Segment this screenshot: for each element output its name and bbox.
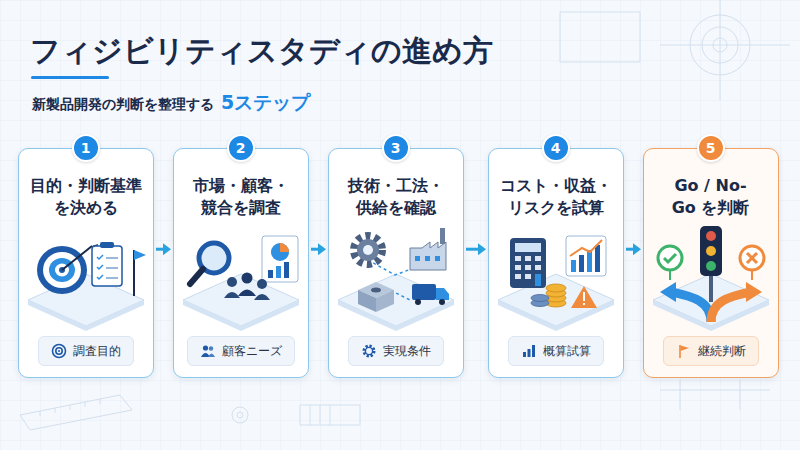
tag-icon [200,343,216,359]
technology-illustration [354,228,449,312]
step-heading: Go / No-Go を判断 [663,175,759,220]
flow-arrow [626,243,641,255]
target-illustration [37,242,146,296]
result-tag: 継続判断 [663,336,759,366]
flow-arrow [466,243,486,255]
go-nogo-illustration [658,226,764,322]
tag-icon [361,343,377,359]
step-number: 5 [697,134,725,162]
step-number: 3 [382,134,410,162]
step-number-text: 1 [81,141,91,155]
tag-text: 実現条件 [383,343,431,360]
step-heading: 技術・工法・ 供給を確認 [332,175,460,220]
flow-arrow [311,243,326,255]
step-heading: コスト・収益・ リスクを試算 [492,175,620,220]
step-number-text: 5 [706,141,716,155]
subtitle-highlight: 5ステップ [221,90,310,116]
step-card: 目的・判断基準 を決める1調査目的 [18,148,154,378]
tag-text: 継続判断 [698,343,746,360]
tag-text: 顧客ニーズ [222,343,282,360]
step-number-text: 3 [391,141,401,155]
arrow-shaft [156,248,164,251]
step-card: Go / No-Go を判断5継続判断 [643,148,779,378]
arrow-head [478,243,486,255]
arrow-shaft [626,248,634,251]
tag-icon [521,343,537,359]
result-tag: 顧客ニーズ [187,336,295,366]
title-underline [31,76,109,79]
arrow-head [633,243,641,255]
step-card: 技術・工法・ 供給を確認3実現条件 [328,148,464,378]
step-number-text: 2 [236,141,246,155]
step-number: 2 [227,134,255,162]
cost-illustration [510,236,606,308]
market-illustration [190,236,298,300]
step-number: 4 [542,134,570,162]
step-heading: 市場・顧客・ 競合を調査 [177,175,305,220]
page-title: フィジビリティスタディの進め方 [30,33,493,69]
result-tag: 調査目的 [38,336,134,366]
arrow-shaft [311,248,319,251]
arrow-head [163,243,171,255]
step-card: コスト・収益・ リスクを試算4概算試算 [488,148,624,378]
tag-text: 調査目的 [73,343,121,360]
subtitle-text: 新製品開発の判断を整理する [32,96,214,114]
step-heading: 目的・判断基準 を決める [22,175,150,220]
step-number-text: 4 [551,141,561,155]
arrow-shaft [466,248,479,251]
result-tag: 概算試算 [508,336,604,366]
platforms [28,274,769,331]
tag-icon [51,343,67,359]
tag-text: 概算試算 [543,343,591,360]
tag-icon [676,343,692,359]
result-tag: 実現条件 [348,336,444,366]
arrow-head [318,243,326,255]
flow-arrow [156,243,171,255]
subtitle-row: 新製品開発の判断を整理する 5ステップ [32,90,310,116]
step-number: 1 [72,134,100,162]
step-card: 市場・顧客・ 競合を調査2顧客ニーズ [173,148,309,378]
